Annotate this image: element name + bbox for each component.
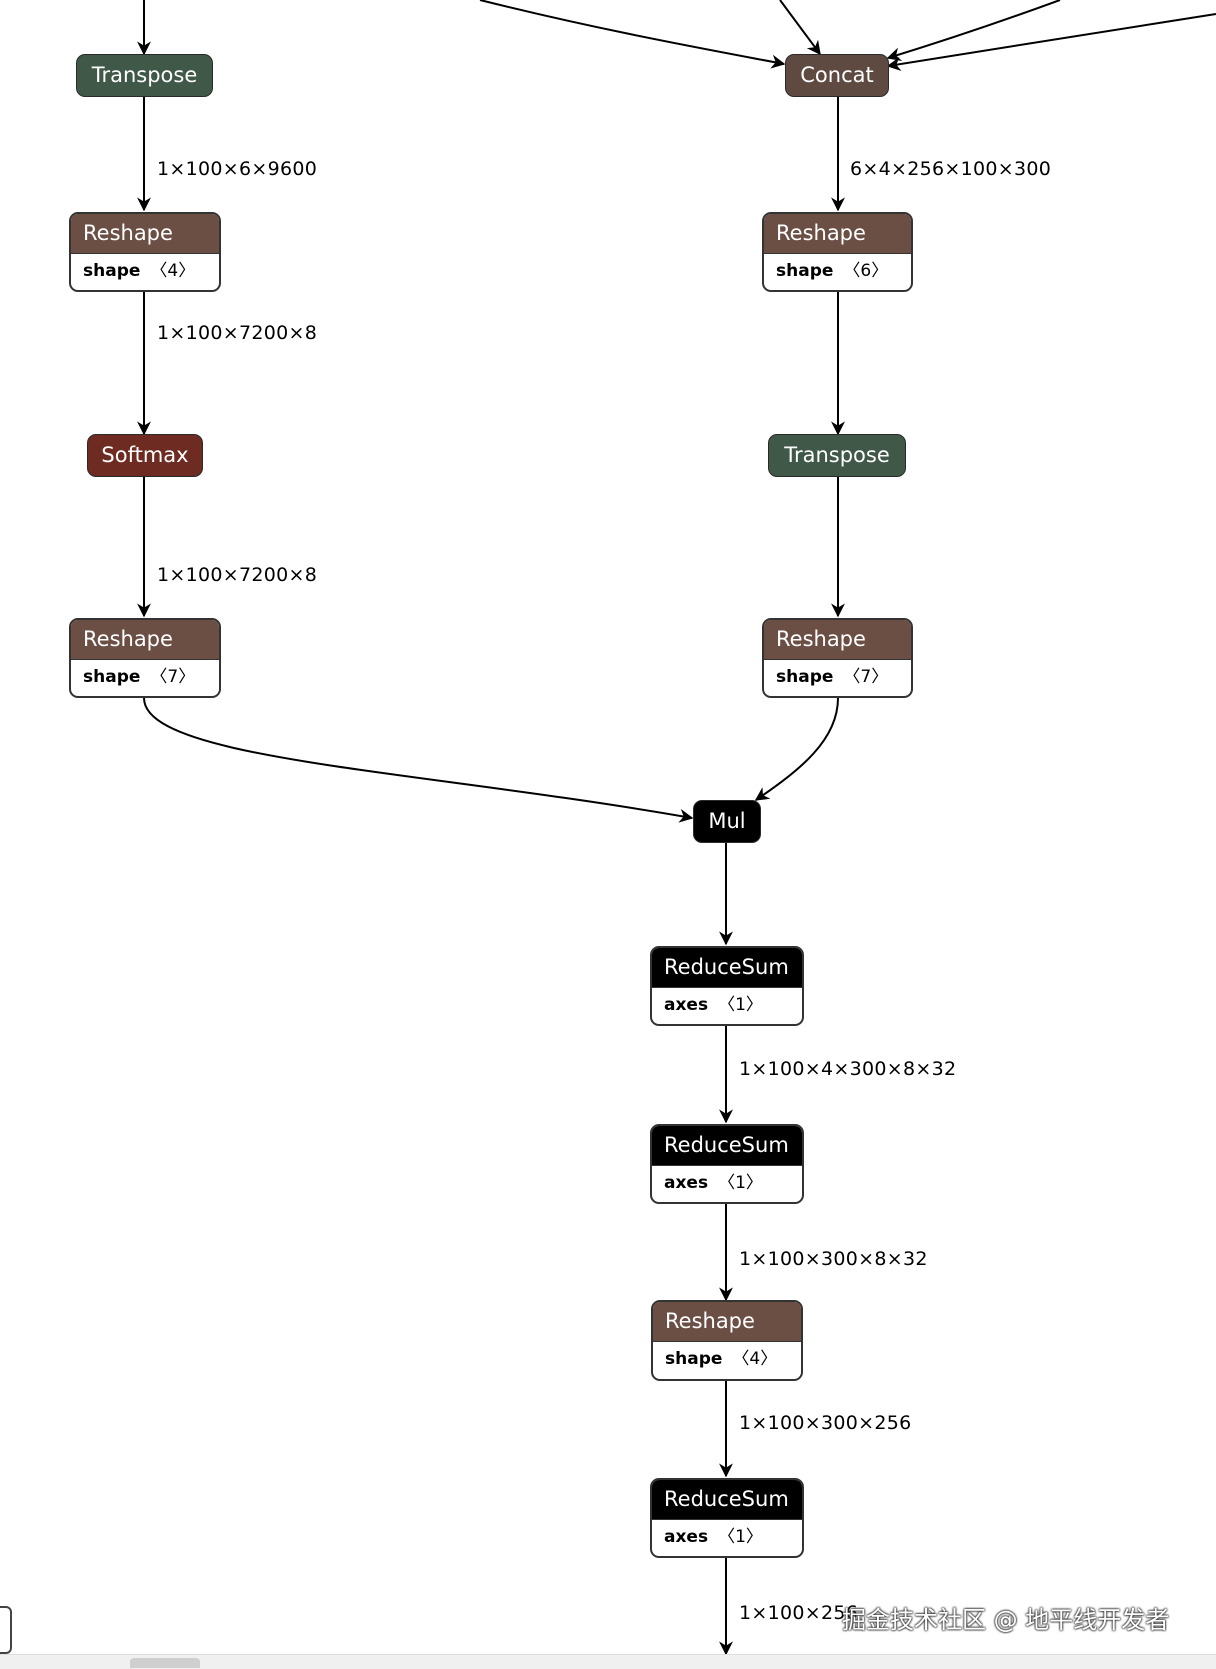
edge-label: 1×100×256 <box>739 1602 859 1624</box>
edge-into-concat-4 <box>886 13 1216 72</box>
edge-into-concat-1 <box>479 0 786 69</box>
node-concat[interactable]: Concat <box>785 54 889 97</box>
node-attribute: shape〈7〉 <box>776 667 889 687</box>
node-attribute: axes〈1〉 <box>664 995 763 1015</box>
node-attribute: axes〈1〉 <box>664 1173 763 1193</box>
node-attribute: axes〈1〉 <box>664 1527 763 1547</box>
bottom-scroll-handle[interactable] <box>130 1658 200 1668</box>
edge-label: 1×100×300×256 <box>739 1412 912 1434</box>
node-reshape-left-2[interactable]: Reshape shape〈7〉 <box>69 618 221 698</box>
edge-label: 1×100×4×300×8×32 <box>739 1058 957 1080</box>
node-op-label: Transpose <box>91 63 198 87</box>
node-transpose-right[interactable]: Transpose <box>768 434 906 477</box>
node-reducesum-1[interactable]: ReduceSum axes〈1〉 <box>650 946 804 1026</box>
node-transpose-left[interactable]: Transpose <box>76 54 213 97</box>
node-op-label: Reshape <box>653 1302 801 1342</box>
edge-reshape-mul-right <box>754 697 839 801</box>
edge-into-concat-3 <box>886 0 1061 61</box>
edge-label: 1×100×300×8×32 <box>739 1248 928 1270</box>
node-reshape-left-1[interactable]: Reshape shape〈4〉 <box>69 212 221 292</box>
node-op-label: Transpose <box>784 443 890 467</box>
node-op-label: Mul <box>708 809 746 833</box>
node-op-label: ReduceSum <box>652 1126 802 1166</box>
node-reshape-right-2[interactable]: Reshape shape〈7〉 <box>762 618 913 698</box>
node-reducesum-2[interactable]: ReduceSum axes〈1〉 <box>650 1124 804 1204</box>
node-attribute: shape〈7〉 <box>83 667 196 687</box>
node-op-label: ReduceSum <box>652 948 802 988</box>
edge-label: 1×100×7200×8 <box>157 322 318 344</box>
node-op-label: Reshape <box>71 214 219 254</box>
side-panel-handle[interactable] <box>0 1606 12 1654</box>
node-attribute: shape〈6〉 <box>776 261 889 281</box>
node-attribute: shape〈4〉 <box>83 261 196 281</box>
node-op-label: ReduceSum <box>652 1480 802 1520</box>
node-softmax[interactable]: Softmax <box>87 434 203 477</box>
edge-into-concat-2 <box>779 0 821 56</box>
node-op-label: Concat <box>800 63 874 87</box>
node-op-label: Reshape <box>764 214 911 254</box>
watermark: 掘金技术社区 @ 地平线开发者 <box>842 1606 1170 1634</box>
edge-label: 1×100×6×9600 <box>157 158 318 180</box>
edge-reshape-mul-left <box>143 697 694 823</box>
node-attribute: shape〈4〉 <box>665 1349 778 1369</box>
node-reshape-3[interactable]: Reshape shape〈4〉 <box>651 1300 803 1381</box>
node-op-label: Softmax <box>101 443 189 467</box>
edge-label: 6×4×256×100×300 <box>850 158 1052 180</box>
edge-label: 1×100×7200×8 <box>157 564 318 586</box>
node-reshape-right-1[interactable]: Reshape shape〈6〉 <box>762 212 913 292</box>
node-op-label: Reshape <box>764 620 911 660</box>
node-op-label: Reshape <box>71 620 219 660</box>
node-reducesum-3[interactable]: ReduceSum axes〈1〉 <box>650 1478 804 1558</box>
node-mul[interactable]: Mul <box>693 800 761 843</box>
bottom-toolbar <box>0 1654 1216 1669</box>
